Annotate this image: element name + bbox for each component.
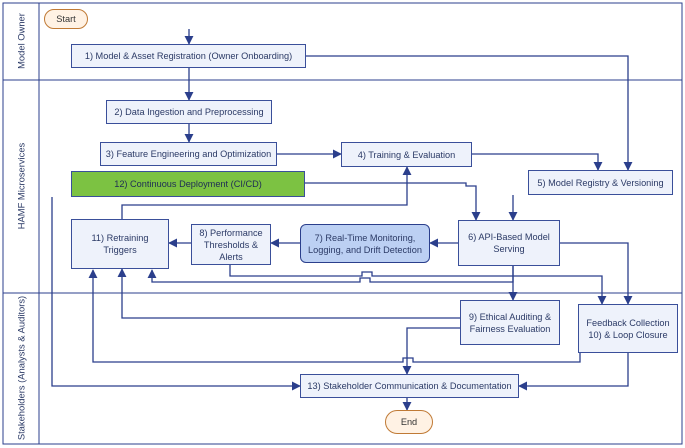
edge-1-to-5	[306, 55, 633, 171]
node-feature-engineering: 3) Feature Engineering and Optimization	[100, 142, 277, 166]
node-feedback-collection: Feedback Collection 10) & Loop Closure	[578, 304, 678, 353]
node-api-model-serving: 6) API-Based Model Serving	[458, 220, 560, 266]
node-performance-thresholds: 8) Performance Thresholds & Alerts	[191, 224, 271, 265]
end-node: End	[385, 410, 433, 434]
edge-9-to-11	[117, 268, 460, 319]
node-model-asset-registration: 1) Model & Asset Registration (Owner Onb…	[71, 44, 306, 68]
edge-6-loop-to-11	[147, 266, 514, 283]
node-stakeholder-communication: 13) Stakeholder Communication & Document…	[300, 374, 519, 398]
connectors	[51, 29, 633, 411]
node-realtime-monitoring: 7) Real-Time Monitoring, Logging, and Dr…	[300, 224, 430, 263]
edge-9-to-13	[402, 327, 460, 375]
edge-12-to-6	[305, 182, 481, 221]
edge-11-to-4	[121, 166, 412, 219]
node-data-ingestion: 2) Data Ingestion and Preprocessing	[106, 100, 272, 124]
start-node: Start	[44, 9, 88, 29]
edge-8-to-10	[229, 265, 607, 305]
edge-10-to-13	[518, 353, 629, 391]
node-ethical-auditing: 9) Ethical Auditing & Fairness Evaluatio…	[460, 300, 560, 345]
node-continuous-deployment: 12) Continuous Deployment (CI/CD)	[71, 171, 305, 197]
node-model-registry: 5) Model Registry & Versioning	[528, 170, 673, 195]
edge-10-to-11	[88, 269, 581, 363]
node-training-evaluation: 4) Training & Evaluation	[341, 142, 472, 167]
edge-6-to-10	[560, 242, 633, 305]
edge-12-to-13	[51, 197, 301, 391]
node-retraining-triggers: 11) Retraining Triggers	[71, 219, 169, 269]
edge-4-to-5	[472, 153, 603, 171]
